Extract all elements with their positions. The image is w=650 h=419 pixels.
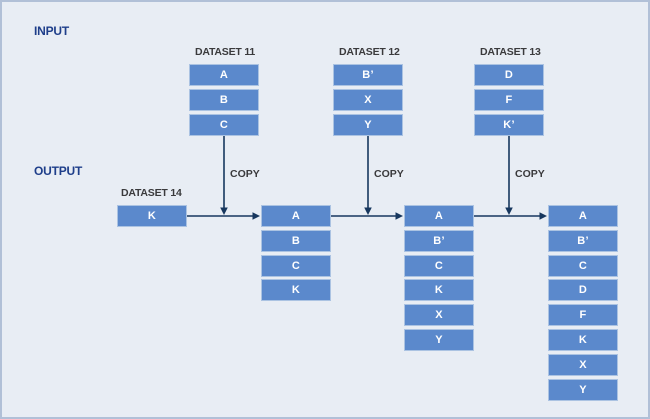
- flow-arrow-3: [474, 212, 547, 220]
- copy-arrow-label: COPY: [515, 168, 545, 180]
- dataset-item-box: B: [189, 88, 259, 111]
- flow-arrow-2: [331, 212, 403, 220]
- dataset-item-box: Y: [404, 328, 474, 351]
- dataset-title: DATASET 14: [121, 187, 182, 199]
- dataset-item-box: D: [548, 279, 618, 302]
- input-section-label: INPUT: [34, 24, 70, 38]
- dataset-item-box: C: [404, 254, 474, 277]
- flow-arrow-1: [187, 212, 260, 220]
- copy-arrow-dataset12: [364, 136, 372, 215]
- dataset-item-box: F: [474, 88, 544, 111]
- copy-arrow-label: COPY: [230, 168, 260, 180]
- dataset-item-box: B’: [333, 64, 403, 86]
- dataset-title: DATASET 11: [195, 46, 256, 58]
- dataset-item-box: D: [474, 64, 544, 86]
- dataset-title: DATASET 12: [339, 46, 400, 58]
- copy-arrow-dataset11: [220, 136, 228, 215]
- dataset-item-box: X: [333, 88, 403, 111]
- dataset-item-box: F: [548, 304, 618, 327]
- dataset-item-box: Y: [548, 378, 618, 401]
- output-section-label: OUTPUT: [34, 164, 83, 178]
- dataset-item-box: K: [117, 205, 187, 227]
- dataset-item-box: Y: [333, 113, 403, 136]
- dataset-item-box: K: [404, 279, 474, 302]
- dataset-stack: K: [117, 205, 187, 227]
- dataset-item-box: B’: [548, 229, 618, 252]
- dataset-title: DATASET 13: [480, 46, 541, 58]
- dataset-item-box: A: [404, 205, 474, 227]
- dataset-item-box: A: [261, 205, 331, 227]
- dataset-item-box: A: [548, 205, 618, 227]
- dataset-item-box: A: [189, 64, 259, 86]
- copy-arrow-dataset13: [505, 136, 513, 215]
- dataset-item-box: C: [261, 254, 331, 277]
- dataset-item-box: C: [548, 254, 618, 277]
- output-dataset-14: DATASET 14 K: [117, 187, 187, 227]
- copy-arrow-label: COPY: [374, 168, 404, 180]
- dataset-item-box: C: [189, 113, 259, 136]
- dataset-item-box: X: [548, 353, 618, 376]
- dataset-item-box: B’: [404, 229, 474, 252]
- dataset-item-box: K: [548, 328, 618, 351]
- dataset-item-box: X: [404, 304, 474, 327]
- dataset-item-box: B: [261, 229, 331, 252]
- dataset-item-box: K’: [474, 113, 544, 136]
- dataset-item-box: K: [261, 279, 331, 302]
